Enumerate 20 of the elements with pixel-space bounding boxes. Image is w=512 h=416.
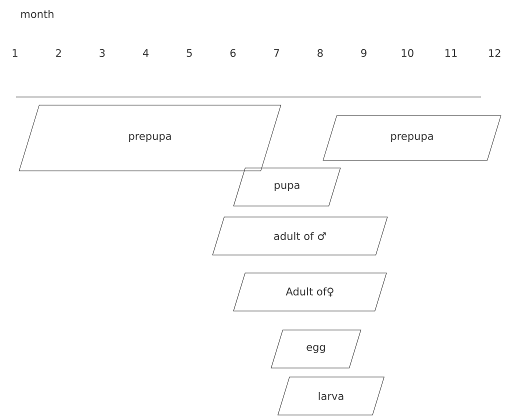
month-number: 11 [445, 49, 457, 57]
month-number: 7 [274, 49, 280, 57]
month-number: 12 [489, 49, 500, 57]
month-number: 1 [12, 49, 18, 57]
stage-box: egg [270, 330, 362, 368]
axis-title: month [21, 10, 54, 18]
month-number: 5 [186, 49, 192, 57]
month-number: 3 [100, 49, 105, 57]
month-number: 10 [402, 49, 414, 57]
stage-box: adult of ♂ [212, 216, 388, 256]
month-number: 2 [56, 49, 61, 57]
month-number: 8 [318, 49, 323, 57]
month-number: 9 [361, 49, 366, 57]
stage-box: prepupa [322, 115, 502, 161]
month-number: 4 [142, 49, 149, 57]
stage-box: pupa [233, 168, 341, 206]
stage-box: Adult of♀ [233, 272, 387, 312]
stage-box: larva [278, 376, 384, 416]
month-number: 6 [230, 49, 236, 57]
stage-box: prepupa [18, 104, 282, 172]
